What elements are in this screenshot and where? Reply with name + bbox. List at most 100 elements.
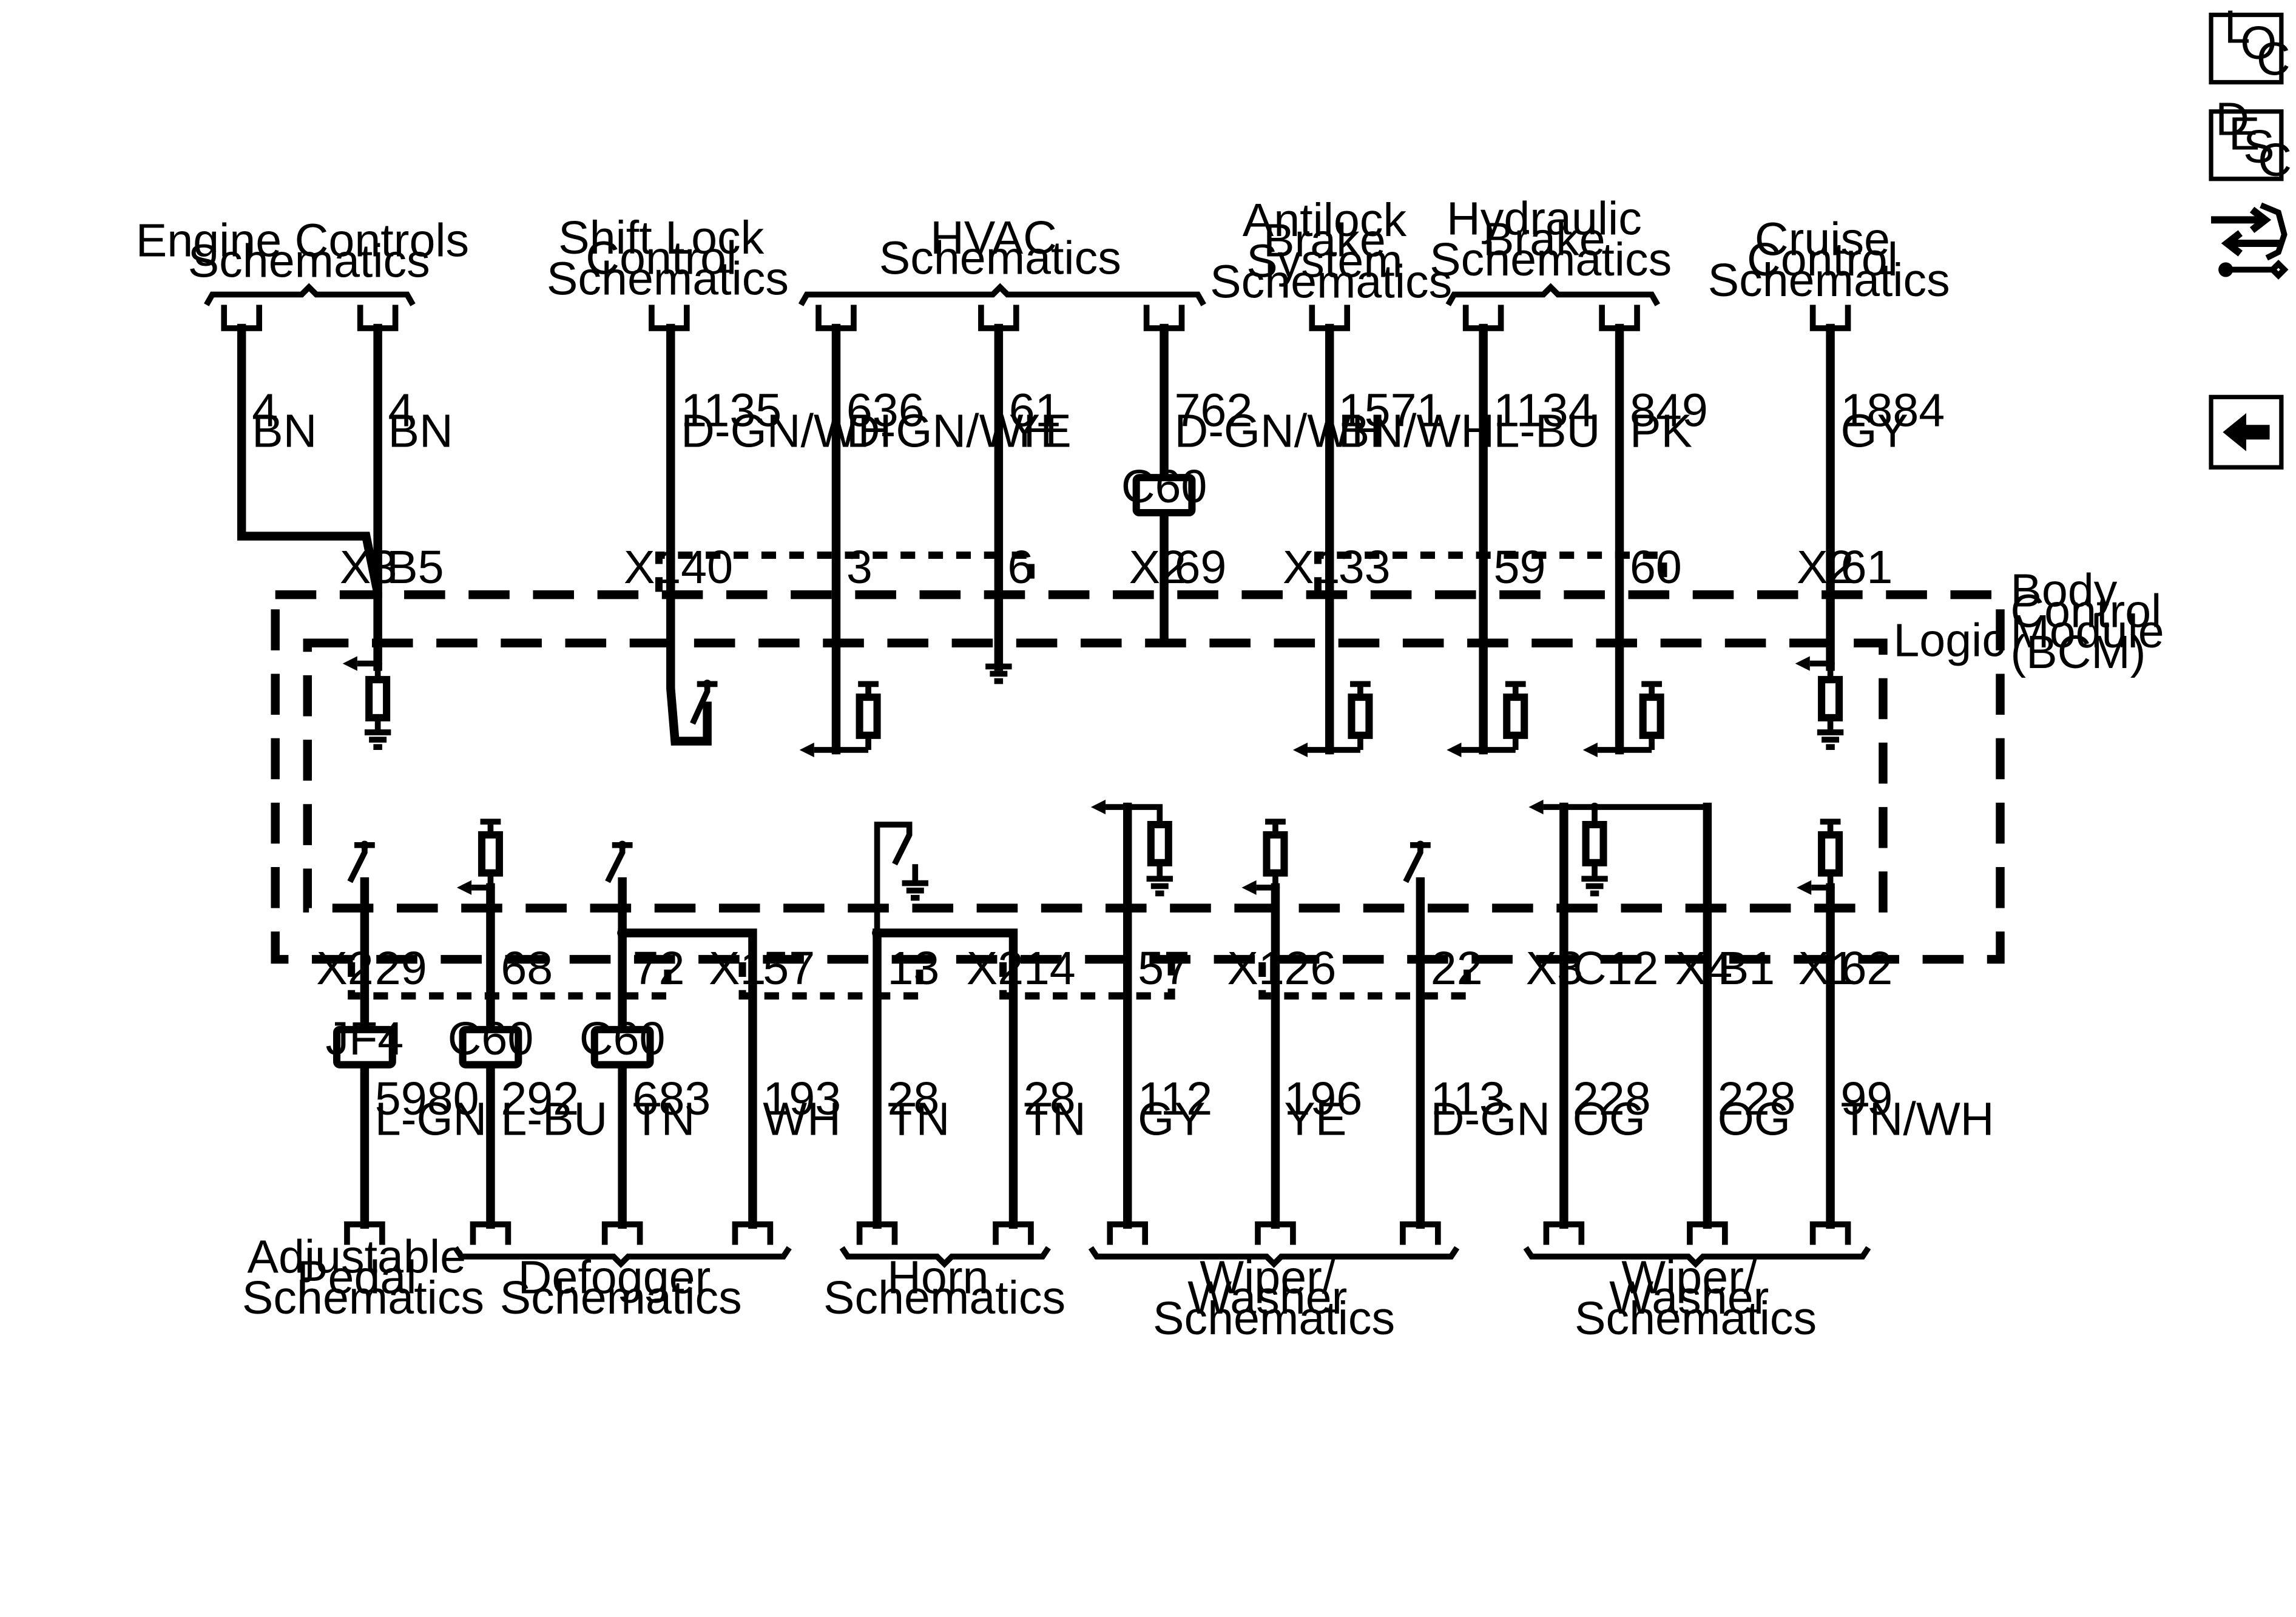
svg-text:14: 14: [1024, 942, 1076, 994]
svg-text:68: 68: [501, 942, 553, 994]
svg-text:228: 228: [1718, 1073, 1796, 1125]
desc-button[interactable]: D E S C: [2209, 93, 2292, 186]
bcm-module-label: Body Control Module (BCM): [2010, 564, 2177, 678]
svg-text:X2: X2: [967, 942, 1024, 994]
svg-text:4: 4: [388, 385, 414, 437]
svg-text:X1: X1: [709, 942, 766, 994]
splice-c60-defogger-68: C60: [448, 1013, 533, 1068]
bottom-wire-labels: 5980 L-GN 292 L-BU 683 TN 193 WH 28 TN 2…: [375, 1073, 1994, 1146]
internal-components-top: [342, 656, 1844, 758]
svg-text:196: 196: [1284, 1073, 1362, 1125]
svg-text:YE: YE: [1284, 1093, 1346, 1146]
svg-text:L-GN: L-GN: [375, 1093, 487, 1146]
svg-text:C: C: [2258, 134, 2292, 186]
svg-text:112: 112: [1138, 1073, 1212, 1125]
svg-text:62: 62: [1840, 942, 1893, 994]
svg-text:228: 228: [1573, 1073, 1651, 1125]
label-horn: Horn Schematics: [823, 1251, 1065, 1324]
ground-6: [985, 663, 1012, 684]
top-braces: [204, 283, 1661, 306]
svg-text:TN: TN: [633, 1093, 695, 1146]
label-hydraulic-brake: Hydraulic Brake Schematics: [1430, 193, 1672, 286]
bottom-connector-outlines: [348, 962, 1471, 1000]
svg-text:6: 6: [1007, 541, 1033, 593]
splice-c60-top: C60: [1121, 461, 1207, 517]
svg-text:BN/WH: BN/WH: [1339, 405, 1494, 457]
splice-dot-defogger: [617, 928, 628, 939]
svg-text:TN/WH: TN/WH: [1840, 1093, 1994, 1146]
input-pullup-62: [1797, 819, 1843, 895]
input-pullup-68: [456, 819, 503, 895]
label-hvac: HVAC Schematics: [879, 212, 1121, 285]
svg-text:40: 40: [681, 541, 733, 593]
svg-text:OG: OG: [1718, 1093, 1791, 1146]
input-pullup-3: [799, 681, 881, 758]
svg-text:849: 849: [1630, 385, 1708, 437]
svg-text:26: 26: [1284, 942, 1336, 994]
svg-text:29: 29: [375, 942, 427, 994]
svg-text:GY: GY: [1138, 1093, 1206, 1146]
svg-text:L-BU: L-BU: [1494, 405, 1601, 457]
switch-shift-lock: [690, 680, 718, 725]
svg-text:57: 57: [763, 942, 815, 994]
top-wires: [237, 323, 1835, 755]
svg-text:69: 69: [1174, 541, 1226, 593]
bottom-terminals: [344, 1221, 1851, 1245]
input-pullup-59: [1447, 681, 1528, 758]
svg-text:BN: BN: [388, 405, 453, 457]
top-pin-labels: X3 B5 X1 40 3 6 X2 69 X1 33 59 60 X2 61: [340, 541, 1893, 593]
connector-wrench-icon[interactable]: [2211, 202, 2289, 280]
svg-text:B5: B5: [387, 541, 444, 593]
svg-text:S: S: [2243, 121, 2275, 173]
input-pulldown-b5: [342, 656, 391, 750]
svg-text:99: 99: [1840, 1073, 1893, 1125]
svg-text:28: 28: [887, 1073, 939, 1125]
label-shift-lock: Shift Lock Control Schematics: [547, 212, 789, 305]
svg-text:1884: 1884: [1840, 385, 1945, 437]
splice-c60-defogger-72: C60: [579, 1013, 665, 1068]
svg-text:C60: C60: [1121, 461, 1207, 513]
top-wire-labels: 4 BN 4 BN 1135 D-GN/WH 636 D-GN/WH 61 YE…: [252, 385, 1945, 457]
svg-text:22: 22: [1431, 942, 1483, 994]
svg-text:O: O: [2240, 17, 2277, 69]
svg-text:60: 60: [1630, 541, 1682, 593]
svg-text:1134: 1134: [1494, 385, 1595, 437]
input-pullup-60: [1582, 681, 1664, 758]
svg-text:113: 113: [1431, 1073, 1505, 1125]
label-wiper-washer-2: Wiper/ Washer Schematics: [1575, 1251, 1817, 1345]
svg-text:72: 72: [633, 942, 685, 994]
svg-text:BN: BN: [252, 405, 317, 457]
svg-text:TN: TN: [1024, 1093, 1086, 1146]
svg-text:GY: GY: [1840, 405, 1908, 457]
label-engine-controls: Engine Controls Schematics: [136, 215, 482, 288]
switch-horn-13: [874, 822, 929, 933]
svg-text:D-GN/WH: D-GN/WH: [846, 405, 1057, 457]
svg-text:D-GN: D-GN: [1431, 1093, 1550, 1146]
loc-button[interactable]: L O C: [2209, 1, 2291, 85]
svg-text:33: 33: [1339, 541, 1391, 593]
svg-text:28: 28: [1024, 1073, 1076, 1125]
label-antilock-brake: Antilock Brake System Schematics: [1210, 194, 1452, 308]
bottom-wires: [360, 802, 1835, 1229]
svg-text:L-BU: L-BU: [501, 1093, 607, 1146]
svg-text:X3: X3: [1526, 942, 1583, 994]
internal-components-bottom: [347, 800, 1843, 933]
svg-text:D-GN/WH: D-GN/WH: [1174, 405, 1385, 457]
input-pullup-26: [1241, 819, 1288, 895]
label-cruise-control: Cruise Control Schematics: [1708, 213, 1950, 306]
input-pulldown-61: [1795, 656, 1844, 750]
switch-defogger-72: [605, 840, 633, 883]
back-arrow-icon[interactable]: [2209, 394, 2284, 470]
svg-text:PK: PK: [1630, 405, 1692, 457]
svg-text:D: D: [2215, 93, 2249, 145]
svg-text:636: 636: [846, 385, 925, 437]
switch-pedal-29: [347, 840, 375, 883]
svg-text:762: 762: [1174, 385, 1252, 437]
svg-text:4: 4: [252, 385, 278, 437]
svg-text:WH: WH: [763, 1093, 841, 1146]
svg-text:683: 683: [633, 1073, 711, 1125]
svg-text:61: 61: [1009, 385, 1061, 437]
svg-text:OG: OG: [1573, 1093, 1646, 1146]
svg-text:X1: X1: [1227, 942, 1284, 994]
top-terminals: [221, 305, 1851, 331]
